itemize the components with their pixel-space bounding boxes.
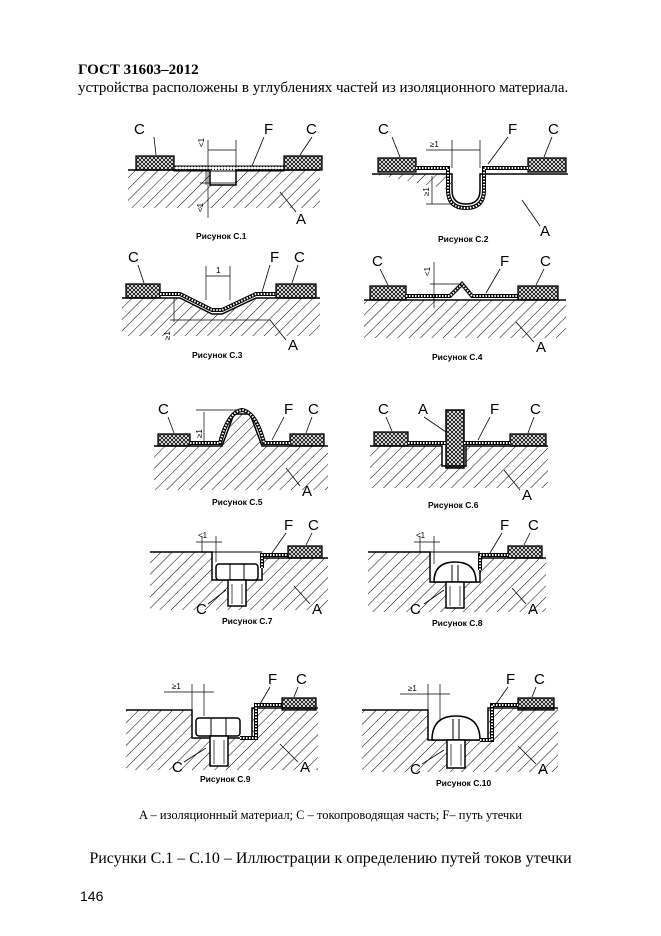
svg-text:C: C: [372, 253, 383, 270]
svg-text:C: C: [308, 517, 319, 534]
screw-shank: [227, 579, 247, 607]
figure-c2: ≥1 ≥1 C C F A Рисунок С.2: [372, 121, 568, 244]
conductor-right: [283, 155, 323, 171]
svg-text:A: A: [538, 761, 548, 778]
figure-c5: ≥1 C C F A Рисунок С.5: [154, 401, 328, 507]
figure-c3: 1 ≥1 C C F A Рисунок С.3: [122, 249, 320, 360]
svg-text:A: A: [528, 601, 538, 618]
svg-text:C: C: [528, 517, 539, 534]
figure-c8: <1 F C C A Рисунок С.8: [368, 517, 546, 628]
svg-text:≥1: ≥1: [195, 429, 204, 438]
svg-text:≥1: ≥1: [430, 140, 439, 149]
conductor-left: [135, 155, 175, 171]
svg-text:F: F: [500, 517, 509, 534]
figure-c9: ≥1 F C C A Рисунок С.9: [126, 671, 318, 784]
svg-text:Рисунок С.7: Рисунок С.7: [222, 616, 273, 626]
svg-text:A: A: [536, 339, 546, 356]
figure-c10: ≥1 F C C A Рисунок С.10: [362, 671, 558, 788]
figure-c1: <1 <1 C C F A Рисунок С.1: [128, 121, 323, 241]
leakage-path: [173, 165, 285, 172]
dim-label: <1: [197, 137, 206, 147]
figure-c4: <1 C C F A Рисунок С.4: [364, 253, 566, 362]
svg-text:Рисунок С.6: Рисунок С.6: [428, 500, 479, 510]
svg-text:A: A: [522, 487, 532, 504]
label-f: F: [264, 121, 273, 138]
svg-text:F: F: [490, 401, 499, 418]
svg-text:Рисунок С.5: Рисунок С.5: [212, 497, 263, 507]
svg-text:C: C: [172, 759, 183, 776]
svg-text:F: F: [500, 253, 509, 270]
label-a: A: [296, 211, 306, 228]
svg-text:Рисунок С.3: Рисунок С.3: [192, 350, 243, 360]
svg-text:A: A: [302, 483, 312, 500]
svg-text:C: C: [128, 249, 139, 266]
svg-text:A: A: [540, 223, 550, 240]
round-screw-head: [433, 561, 477, 583]
screw-head: [215, 563, 259, 581]
svg-text:A: A: [288, 337, 298, 354]
svg-text:≥1: ≥1: [408, 684, 417, 693]
svg-text:Рисунок С.2: Рисунок С.2: [438, 234, 489, 244]
svg-text:F: F: [506, 671, 515, 688]
svg-text:<1: <1: [416, 531, 426, 540]
svg-text:Рисунок С.4: Рисунок С.4: [432, 352, 483, 362]
svg-text:A: A: [312, 601, 322, 618]
svg-text:Рисунок С.9: Рисунок С.9: [200, 774, 251, 784]
svg-text:≥1: ≥1: [163, 331, 172, 340]
svg-text:F: F: [268, 671, 277, 688]
figure-caption: Рисунок С.1: [196, 231, 247, 241]
svg-text:≥1: ≥1: [172, 682, 181, 691]
svg-text:C: C: [540, 253, 551, 270]
insulating-barrier: [445, 409, 465, 469]
standard-title: ГОСТ 31603–2012: [78, 62, 199, 78]
svg-text:<1: <1: [423, 266, 432, 276]
svg-text:A: A: [418, 401, 428, 418]
svg-text:C: C: [534, 671, 545, 688]
svg-text:Рисунок С.10: Рисунок С.10: [436, 778, 492, 788]
svg-text:C: C: [196, 601, 207, 618]
svg-text:C: C: [308, 401, 319, 418]
figure-c6: C A F C A Рисунок С.6: [370, 401, 548, 510]
svg-text:C: C: [548, 121, 559, 138]
svg-text:C: C: [296, 671, 307, 688]
svg-text:C: C: [378, 401, 389, 418]
svg-text:F: F: [284, 517, 293, 534]
svg-text:F: F: [508, 121, 517, 138]
svg-text:≥1: ≥1: [422, 187, 431, 196]
svg-text:1: 1: [216, 266, 221, 275]
figures-caption: Рисунки С.1 – С.10 – Иллюстрации к опред…: [89, 850, 572, 867]
intro-text: устройства расположены в углублениях час…: [78, 80, 569, 96]
svg-text:C: C: [158, 401, 169, 418]
label-c: C: [306, 121, 317, 138]
svg-text:F: F: [284, 401, 293, 418]
svg-text:A: A: [300, 759, 310, 776]
figure-legend: A – изоляционный материал; C – токопрово…: [138, 808, 522, 822]
svg-text:C: C: [410, 761, 421, 778]
label-c: C: [134, 121, 145, 138]
svg-text:C: C: [294, 249, 305, 266]
figure-c7: <1 F C C A Рисунок С.7: [150, 517, 328, 626]
svg-text:F: F: [270, 249, 279, 266]
svg-text:C: C: [410, 601, 421, 618]
dim-label: <1: [196, 202, 205, 212]
svg-text:Рисунок С.8: Рисунок С.8: [432, 618, 483, 628]
svg-text:<1: <1: [198, 531, 208, 540]
page-number: 146: [80, 888, 104, 904]
svg-text:C: C: [378, 121, 389, 138]
svg-text:C: C: [530, 401, 541, 418]
